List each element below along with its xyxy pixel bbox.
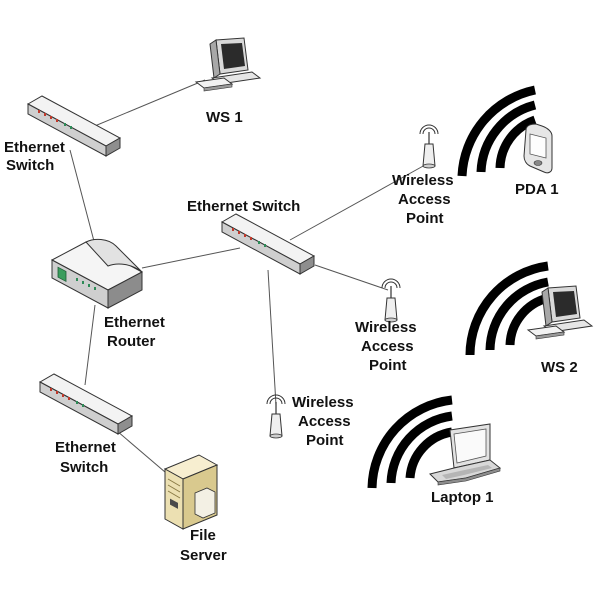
label-wap-mid: Wireless Access Point	[355, 319, 421, 374]
file-server-icon[interactable]	[163, 454, 219, 530]
label-switch-center: Ethernet Switch	[187, 198, 300, 215]
ethernet-switch-icon[interactable]	[220, 213, 316, 275]
signal-arcs-pda1	[457, 85, 537, 177]
wireless-access-point-icon[interactable]	[381, 278, 401, 323]
signal-arcs-ws2	[465, 261, 550, 356]
label-wap-mid-line1: Wireless	[355, 319, 417, 336]
label-laptop1: Laptop 1	[431, 489, 494, 506]
label-pda1: PDA 1	[515, 181, 559, 198]
link-switch-center-wap-mid	[314, 264, 389, 291]
desktop-computer-icon[interactable]	[194, 37, 262, 92]
wireless-signal-icon	[367, 85, 550, 489]
label-wap-bottom: Wireless Access Point	[292, 394, 358, 449]
label-wap-top: Wireless Access Point	[392, 172, 458, 227]
link-switch-center-wap-top	[289, 164, 426, 241]
label-switch-bottom-line1: Ethernet	[55, 439, 116, 456]
label-ws2-line1: WS 2	[541, 359, 578, 376]
label-file-server: File Server	[180, 527, 227, 564]
wireless-access-point-icon[interactable]	[419, 124, 439, 169]
pda-icon[interactable]	[523, 123, 553, 174]
label-switch-bottom: Ethernet Switch	[55, 439, 120, 476]
label-wap-mid-line3: Point	[369, 357, 407, 374]
label-switch-top-line2: Switch	[6, 157, 54, 174]
signal-arcs-laptop1	[367, 395, 453, 489]
link-switch-top-router	[69, 149, 96, 246]
label-wap-top-line2: Access	[398, 191, 451, 208]
label-ws1-line1: WS 1	[206, 109, 243, 126]
ethernet-router-icon[interactable]	[50, 238, 144, 309]
ethernet-switch-icon[interactable]	[26, 95, 122, 157]
laptop-icon[interactable]	[429, 423, 502, 486]
label-ws2: WS 2	[541, 359, 578, 376]
label-switch-center-line1: Ethernet Switch	[187, 198, 300, 215]
link-switch-center-wap-bottom	[267, 269, 277, 406]
label-switch-top-line1: Ethernet	[4, 139, 65, 156]
label-switch-top: Ethernet Switch	[4, 139, 69, 174]
label-switch-bottom-line2: Switch	[60, 459, 108, 476]
label-ws1: WS 1	[206, 109, 243, 126]
wireless-access-point-icon[interactable]	[266, 394, 286, 439]
label-pda1-line1: PDA 1	[515, 181, 559, 198]
label-file-server-line1: File	[190, 527, 216, 544]
link-ws1-switch-top	[89, 79, 206, 129]
label-router-line1: Ethernet	[104, 314, 165, 331]
label-wap-bottom-line1: Wireless	[292, 394, 354, 411]
label-wap-mid-line2: Access	[361, 338, 414, 355]
link-switch-bottom-file-server	[109, 424, 173, 479]
label-wap-top-line1: Wireless	[392, 172, 454, 189]
connection-lines	[69, 79, 426, 479]
label-wap-bottom-line2: Access	[298, 413, 351, 430]
label-wap-bottom-line3: Point	[306, 432, 344, 449]
label-file-server-line2: Server	[180, 547, 227, 564]
label-laptop1-line1: Laptop 1	[431, 489, 494, 506]
link-router-switch-center	[141, 247, 241, 269]
ethernet-switch-icon[interactable]	[38, 373, 134, 435]
label-router-line2: Router	[107, 333, 155, 350]
label-wap-top-line3: Point	[406, 210, 444, 227]
link-router-switch-bottom	[84, 304, 96, 386]
desktop-computer-icon[interactable]	[526, 285, 594, 340]
label-router: Ethernet Router	[104, 314, 169, 350]
